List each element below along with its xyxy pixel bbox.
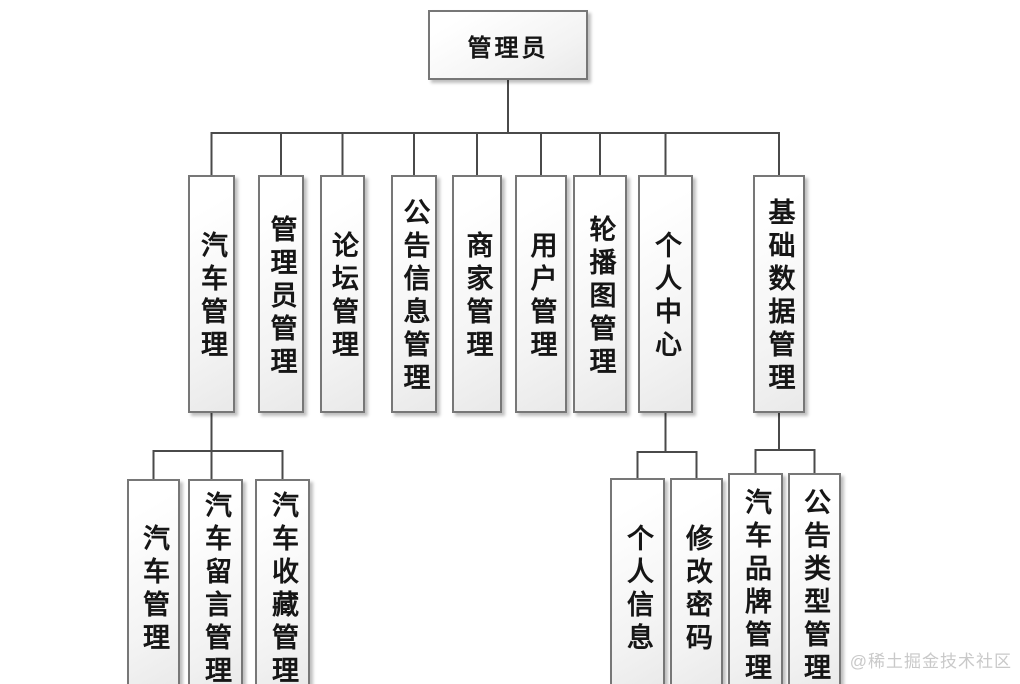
node-admin-root: 管理员 <box>428 10 588 80</box>
node-label: 汽车收藏管理 <box>268 491 298 684</box>
node-admin-management: 管理员管理 <box>258 175 304 413</box>
node-label: 基础数据管理 <box>764 198 795 396</box>
root-trunk-line <box>152 79 816 480</box>
node-label: 公告类型管理 <box>800 488 830 684</box>
node-label: 修改密码 <box>682 523 712 656</box>
node-label: 个人中心 <box>651 231 681 363</box>
node-announcement-type-management: 公告类型管理 <box>788 473 841 684</box>
node-label: 用户管理 <box>526 231 557 363</box>
node-personal-info: 个人信息 <box>610 478 665 684</box>
node-personal-center: 个人中心 <box>638 175 693 413</box>
node-label: 公告信息管理 <box>399 198 430 396</box>
watermark-text: @稀土掘金技术社区 <box>849 652 1012 671</box>
node-label: 个人信息 <box>623 523 653 656</box>
node-label: 论坛管理 <box>328 231 358 363</box>
node-label: 管理员管理 <box>266 214 297 380</box>
node-label: 汽车留言管理 <box>201 491 231 684</box>
node-user-management: 用户管理 <box>515 175 567 413</box>
node-forum-management: 论坛管理 <box>320 175 365 413</box>
node-label: 汽车管理 <box>197 231 227 363</box>
node-carousel-management: 轮播图管理 <box>573 175 627 413</box>
node-label: 管理员 <box>467 35 549 62</box>
node-announcement-info-management: 公告信息管理 <box>391 175 437 413</box>
node-merchant-management: 商家管理 <box>452 175 502 413</box>
node-car-favorite-management: 汽车收藏管理 <box>255 479 310 684</box>
node-label: 商家管理 <box>462 231 493 363</box>
node-label: 汽车管理 <box>139 524 169 656</box>
node-label: 轮播图管理 <box>585 214 616 380</box>
node-label: 汽车品牌管理 <box>741 488 771 684</box>
node-change-password: 修改密码 <box>670 478 723 684</box>
node-car-management: 汽车管理 <box>188 175 235 413</box>
node-car-brand-management: 汽车品牌管理 <box>728 473 783 684</box>
node-car-management-sub: 汽车管理 <box>127 479 180 684</box>
node-car-message-management: 汽车留言管理 <box>188 479 243 684</box>
node-base-data-management: 基础数据管理 <box>753 175 805 413</box>
